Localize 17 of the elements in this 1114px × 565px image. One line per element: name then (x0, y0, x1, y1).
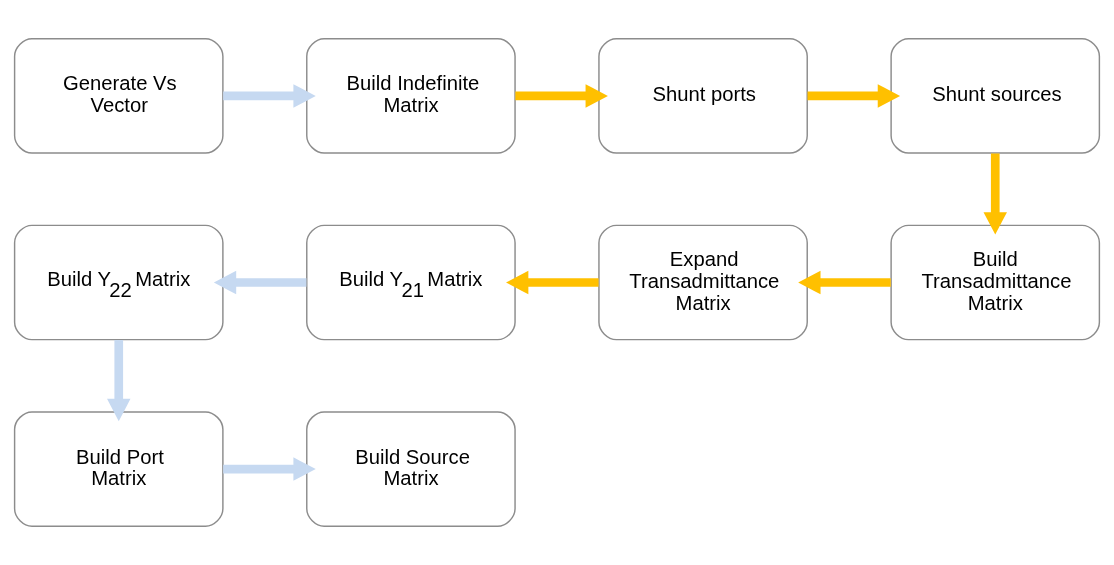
arrow (506, 270, 599, 295)
arrow (807, 84, 901, 108)
node-box: Build Source Matrix (306, 411, 516, 527)
node-box: Build Transadmittance Matrix (890, 224, 1101, 341)
node-box: Shunt ports (598, 38, 808, 154)
arrow (798, 270, 891, 295)
node-box: Expand Transadmittance Matrix (598, 224, 808, 341)
arrow (223, 457, 316, 481)
node-box: Shunt sources (890, 38, 1101, 154)
arrow (983, 153, 1007, 235)
node-box: Build Port Matrix (13, 411, 224, 527)
arrow (515, 84, 608, 108)
node-box: Generate Vs Vector (13, 38, 224, 154)
arrow (223, 84, 316, 108)
arrow (213, 270, 307, 295)
node-box: Build Indefinite Matrix (306, 38, 516, 154)
arrow (107, 340, 131, 422)
